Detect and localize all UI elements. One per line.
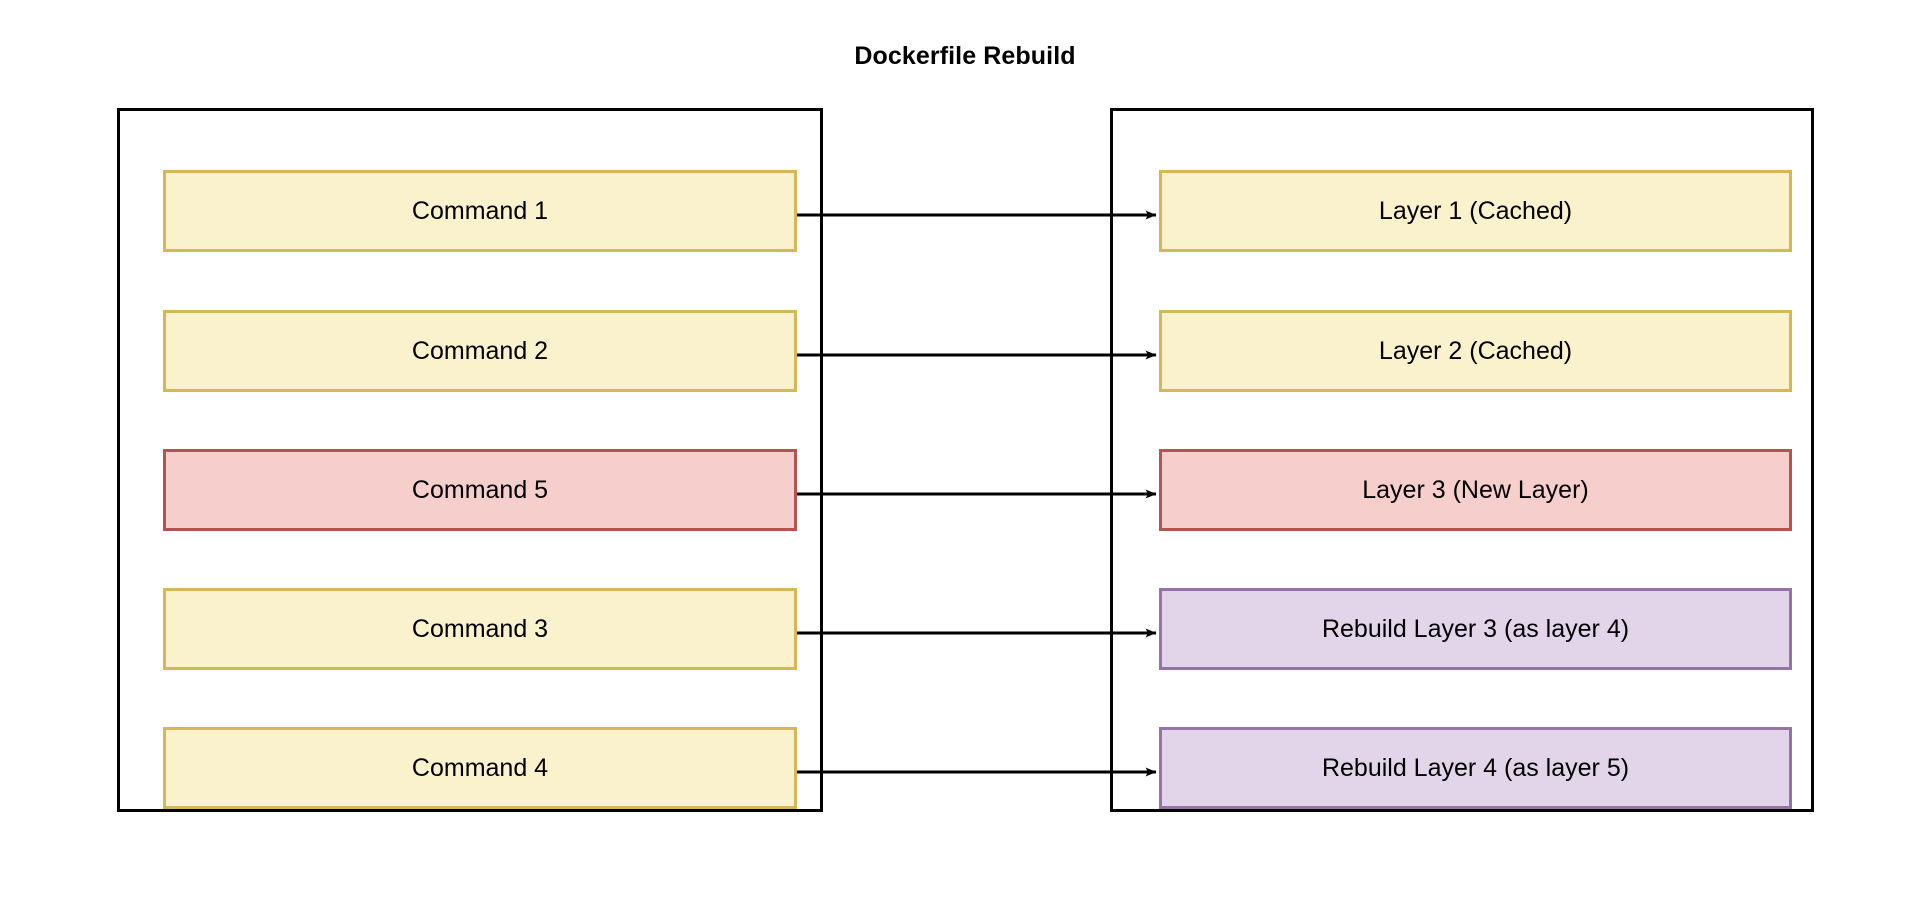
command-node-4[interactable]: Command 4: [163, 727, 797, 809]
command-node-1[interactable]: Command 1: [163, 170, 797, 252]
command-node-5-label: Command 5: [411, 476, 549, 504]
page-title: Dockerfile Rebuild: [854, 42, 1076, 70]
layer-node-3[interactable]: Layer 3 (New Layer): [1159, 449, 1792, 531]
layer-node-1[interactable]: Layer 1 (Cached): [1159, 170, 1792, 252]
dockerfile-commands-panel: [117, 108, 823, 812]
command-node-2-label: Command 2: [411, 337, 549, 365]
command-node-5[interactable]: Command 5: [163, 449, 797, 531]
command-node-2[interactable]: Command 2: [163, 310, 797, 392]
layer-node-rebuild-4[interactable]: Rebuild Layer 4 (as layer 5): [1159, 727, 1792, 809]
layer-node-rebuild-3-label: Rebuild Layer 3 (as layer 4): [1321, 615, 1630, 643]
layer-node-rebuild-4-label: Rebuild Layer 4 (as layer 5): [1321, 754, 1630, 782]
layer-node-1-label: Layer 1 (Cached): [1378, 197, 1573, 225]
command-node-4-label: Command 4: [411, 754, 549, 782]
layer-node-rebuild-3[interactable]: Rebuild Layer 3 (as layer 4): [1159, 588, 1792, 670]
layer-node-3-label: Layer 3 (New Layer): [1362, 476, 1589, 504]
command-node-3-label: Command 3: [411, 615, 549, 643]
layer-node-2[interactable]: Layer 2 (Cached): [1159, 310, 1792, 392]
layer-node-2-label: Layer 2 (Cached): [1378, 337, 1573, 365]
command-node-3[interactable]: Command 3: [163, 588, 797, 670]
image-layers-panel: [1110, 108, 1814, 812]
command-node-1-label: Command 1: [411, 197, 549, 225]
